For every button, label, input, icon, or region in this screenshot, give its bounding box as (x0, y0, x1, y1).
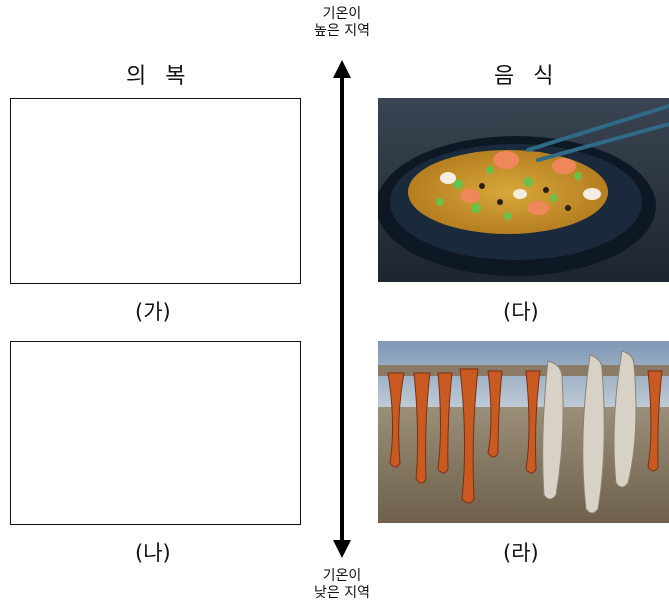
photo-dried-fish (378, 341, 669, 523)
axis-bottom-line1: 기온이 (322, 568, 362, 584)
axis-top-line2: 높은 지역 (314, 23, 370, 39)
arrow-head-up (333, 60, 351, 78)
label-ra: (라) (503, 541, 539, 565)
axis-top-line1: 기온이 (322, 6, 362, 22)
axis-bottom-line2: 낮은 지역 (314, 585, 370, 601)
clothing-box-ga (10, 98, 301, 284)
label-da: (다) (503, 300, 539, 324)
axis-top-label: 기온이 높은 지역 (296, 6, 388, 40)
drying-rack-pole (378, 365, 669, 376)
clothing-box-na (10, 341, 301, 525)
arrow-head-down (333, 540, 351, 558)
food-heading: 음 식 (494, 64, 560, 89)
clothing-heading: 의 복 (126, 64, 192, 89)
axis-bottom-label: 기온이 낮은 지역 (296, 568, 388, 602)
temperature-arrow (333, 60, 351, 558)
label-ga: (가) (135, 300, 171, 324)
label-na: (나) (135, 541, 171, 565)
photo-rice-dish (378, 98, 669, 282)
